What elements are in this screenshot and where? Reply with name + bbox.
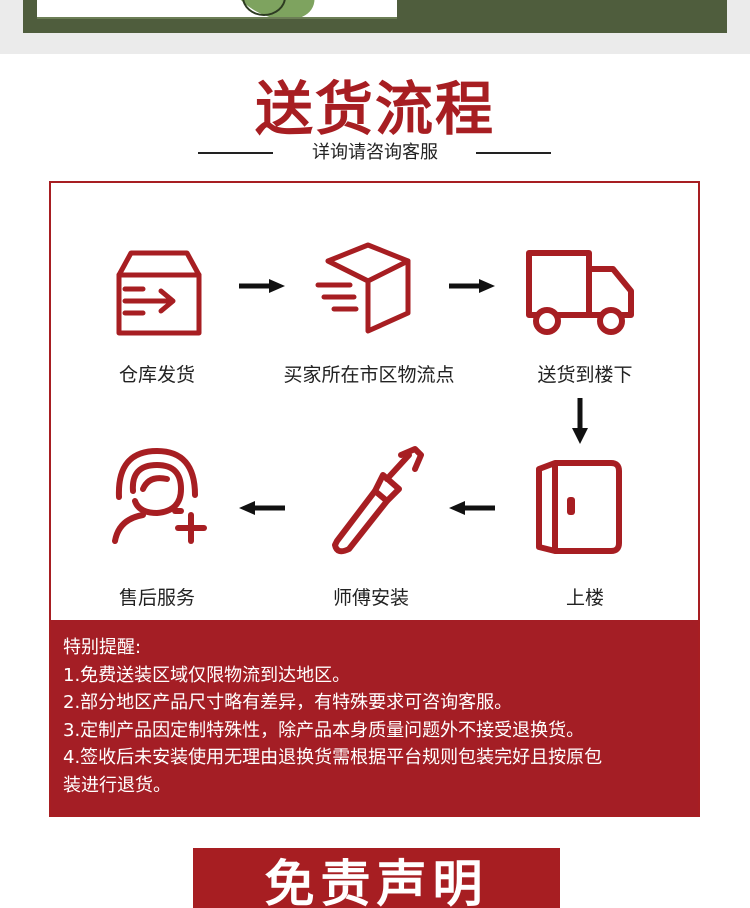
special-reminder-block: 特别提醒: 1.免费送装区域仅限物流到达地区。 2.部分地区产品尺寸略有差异，有… xyxy=(51,620,698,815)
top-band xyxy=(0,0,750,54)
arrow-left-icon xyxy=(239,501,285,515)
step-label-3: 送货到楼下 xyxy=(537,364,633,386)
disclaimer-title: 免责声明 xyxy=(264,855,489,908)
delivery-process-panel: 仓库发货 买家所在市区物流点 送货到楼下 xyxy=(49,181,700,817)
reminder-line: 4.签收后未安装使用无理由退换货需根据平台规则包装完好且按原包 xyxy=(63,747,603,768)
page-subtitle: 详询请咨询客服 xyxy=(312,142,438,163)
shipping-box-icon xyxy=(315,242,411,334)
door-icon xyxy=(536,460,622,554)
subtitle-line-right xyxy=(476,152,551,154)
warehouse-box-icon xyxy=(116,250,202,336)
reminder-heading: 特别提醒: xyxy=(63,637,142,658)
reminder-line: 1.免费送装区域仅限物流到达地区。 xyxy=(63,664,351,686)
arrow-right-icon xyxy=(449,279,495,293)
delivery-truck-icon xyxy=(526,250,634,335)
arrow-right-icon xyxy=(239,279,285,293)
reminder-line: 2.部分地区产品尺寸略有差异，有特殊要求可咨询客服。 xyxy=(63,692,513,713)
arrow-down-icon xyxy=(572,398,588,444)
step-label-1: 仓库发货 xyxy=(118,364,195,386)
step-label-6: 售后服务 xyxy=(118,587,195,609)
step-label-5: 师傅安装 xyxy=(332,587,409,609)
step-label-4: 上楼 xyxy=(565,587,604,609)
subtitle-row: 详询请咨询客服 xyxy=(0,140,750,166)
customer-service-icon xyxy=(112,448,207,544)
disclaimer-banner: 免责声明 xyxy=(193,848,560,908)
step-label-2: 买家所在市区物流点 xyxy=(283,364,455,386)
arrow-left-icon xyxy=(449,501,495,515)
screwdriver-icon xyxy=(332,446,424,555)
page-title: 送货流程 xyxy=(254,75,495,143)
reminder-line: 装进行退货。 xyxy=(63,774,171,796)
product-photo xyxy=(37,0,397,19)
subtitle-line-left xyxy=(198,152,273,154)
reminder-line: 3.定制产品因定制特殊性，除产品本身质量问题外不接受退换货。 xyxy=(63,719,585,741)
product-photo-strip xyxy=(23,0,727,33)
